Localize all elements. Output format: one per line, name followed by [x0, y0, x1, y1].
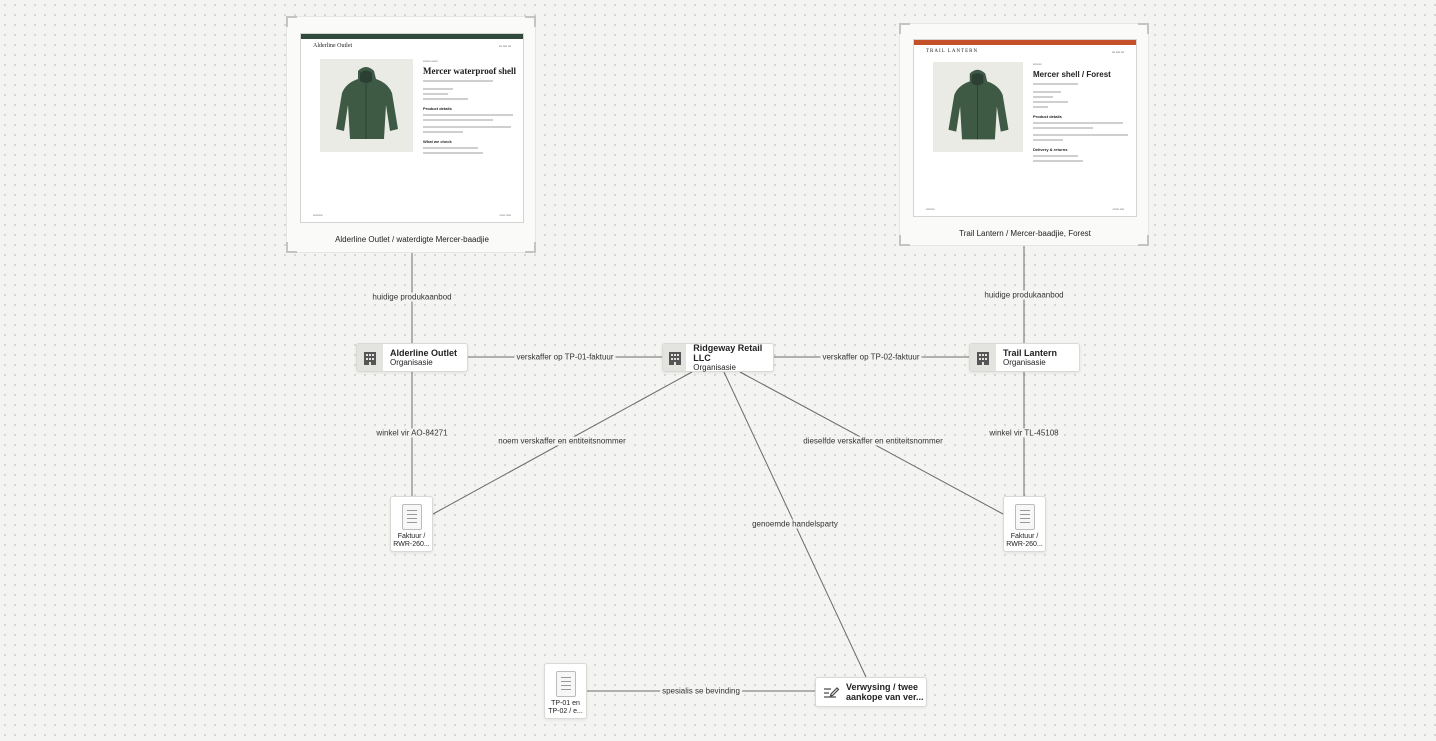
- edge-label: dieselfde verskaffer en entiteitsnommer: [801, 436, 945, 446]
- edge-label: genoemde handelsparty: [750, 519, 840, 529]
- node-alderline-outlet[interactable]: Alderline Outlet Organisasie: [356, 343, 468, 372]
- document-icon: [555, 671, 576, 697]
- node-tp-document[interactable]: TP-01 en TP-02 / e...: [544, 663, 587, 719]
- card-caption: Trail Lantern / Mercer-baadjie, Forest: [959, 229, 1091, 238]
- building-icon: [970, 344, 996, 371]
- product-title: Mercer waterproof shell: [423, 66, 516, 76]
- node-invoice-left[interactable]: Faktuur / RWR-260...: [390, 496, 433, 552]
- site-brand: TRAIL LANTERN: [926, 49, 979, 54]
- section-heading: What we check: [423, 139, 452, 144]
- section-heading: Product details: [1033, 114, 1062, 119]
- webpage-screenshot: Alderline Outlet ▪▪▪ ▪▪▪▪ ▪▪▪ ▪▪▪▪▪▪▪ ▪▪…: [300, 33, 524, 223]
- edge-label: winkel vir TL-45108: [987, 428, 1061, 438]
- node-title: Verwysing / twee: [846, 682, 919, 692]
- edge-label: huidige produkaanbod: [370, 292, 454, 302]
- webpage-screenshot: TRAIL LANTERN ▪▪▪ ▪▪▪▪ ▪▪▪ ▪▪▪▪▪▪▪▪ Merc…: [913, 39, 1137, 217]
- node-subtitle: Organisasie: [693, 363, 736, 372]
- product-title: Mercer shell / Forest: [1033, 70, 1111, 79]
- edge-label: verskaffer op TP-01-faktuur: [514, 352, 616, 362]
- section-heading: Product details: [423, 106, 452, 111]
- node-label: TP-01 en: [551, 700, 580, 707]
- site-brand: Alderline Outlet: [313, 43, 353, 49]
- edge-label: verskaffer op TP-02-faktuur: [820, 352, 922, 362]
- jacket-image: [320, 59, 413, 152]
- node-title: aankope van ver...: [846, 692, 924, 702]
- document-icon: [1014, 504, 1035, 530]
- node-reference-note[interactable]: Verwysing / twee aankope van ver...: [815, 677, 927, 707]
- card-caption: Alderline Outlet / waterdigte Mercer-baa…: [335, 235, 489, 244]
- edge-label: huidige produkaanbod: [982, 290, 1066, 300]
- edge-label: winkel vir AO-84271: [374, 428, 450, 438]
- section-heading: Delivery & returns: [1033, 147, 1068, 152]
- node-label: Faktuur /: [397, 533, 426, 540]
- node-label: Faktuur /: [1010, 533, 1039, 540]
- jacket-image: [933, 62, 1023, 152]
- edit-note-icon: [822, 683, 840, 701]
- node-subtitle: Organisasie: [1003, 358, 1046, 367]
- edge-label: noem verskaffer en entiteitsnommer: [496, 436, 628, 446]
- node-trail-lantern[interactable]: Trail Lantern Organisasie: [969, 343, 1080, 372]
- node-title: Alderline Outlet: [390, 348, 458, 358]
- screenshot-card-trail[interactable]: TRAIL LANTERN ▪▪▪ ▪▪▪▪ ▪▪▪ ▪▪▪▪▪▪▪▪ Merc…: [899, 23, 1149, 246]
- node-invoice-right[interactable]: Faktuur / RWR-260...: [1003, 496, 1046, 552]
- node-label: RWR-260...: [1006, 541, 1043, 548]
- node-ridgeway-retail[interactable]: Ridgeway Retail LLC Organisasie: [662, 343, 774, 372]
- node-title: Ridgeway Retail LLC: [693, 343, 763, 363]
- node-subtitle: Organisasie: [390, 358, 433, 367]
- node-label: RWR-260...: [393, 541, 430, 548]
- screenshot-card-alderline[interactable]: Alderline Outlet ▪▪▪ ▪▪▪▪ ▪▪▪ ▪▪▪▪▪▪▪ ▪▪…: [286, 16, 536, 253]
- building-icon: [663, 344, 687, 371]
- building-icon: [357, 344, 383, 371]
- node-title: Trail Lantern: [1003, 348, 1058, 358]
- edge-label: spesialis se bevinding: [660, 686, 742, 696]
- node-label: TP-02 / e...: [548, 708, 583, 715]
- document-icon: [401, 504, 422, 530]
